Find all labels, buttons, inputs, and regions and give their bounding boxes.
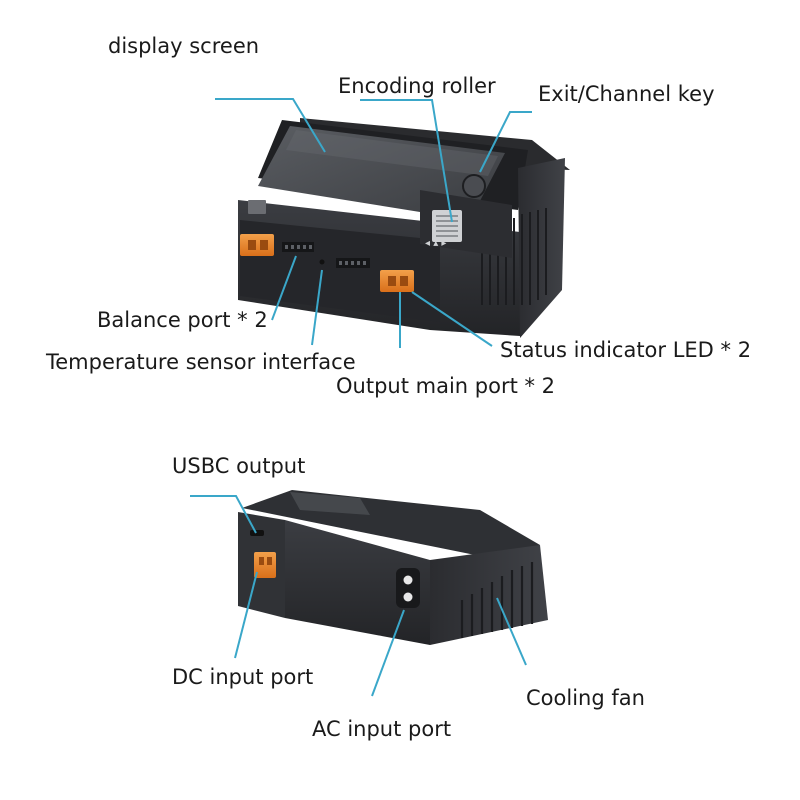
label-dc-input-port: DC input port — [172, 665, 314, 689]
temperature-sensor-port — [319, 259, 325, 265]
leader-lines — [190, 98, 532, 697]
label-display-screen: display screen — [108, 34, 260, 58]
right-side — [518, 158, 565, 338]
label-ac-input-port: AC input port — [312, 717, 452, 741]
label-balance-port: Balance port * 2 — [97, 308, 268, 332]
output-main-port-right — [380, 270, 414, 292]
svg-text:◂ ▴ ▸: ◂ ▴ ▸ — [425, 238, 446, 249]
label-temperature-sensor: Temperature sensor interface — [46, 350, 356, 374]
label-output-main-port: Output main port * 2 — [336, 374, 556, 398]
label-cooling-fan: Cooling fan — [526, 686, 645, 710]
usbc-port — [250, 530, 264, 536]
ac-input-socket — [396, 568, 420, 608]
front-device: ◂ ▴ ▸ — [238, 118, 570, 338]
exit-channel-key — [462, 174, 486, 198]
rear-face — [285, 520, 430, 645]
label-status-led: Status indicator LED * 2 — [500, 338, 752, 362]
label-encoding-roller: Encoding roller — [338, 74, 496, 98]
label-usbc-output: USBC output — [172, 454, 306, 478]
rear-device — [238, 490, 548, 645]
label-exit-channel-key: Exit/Channel key — [538, 82, 715, 106]
output-main-port-left — [240, 234, 274, 256]
